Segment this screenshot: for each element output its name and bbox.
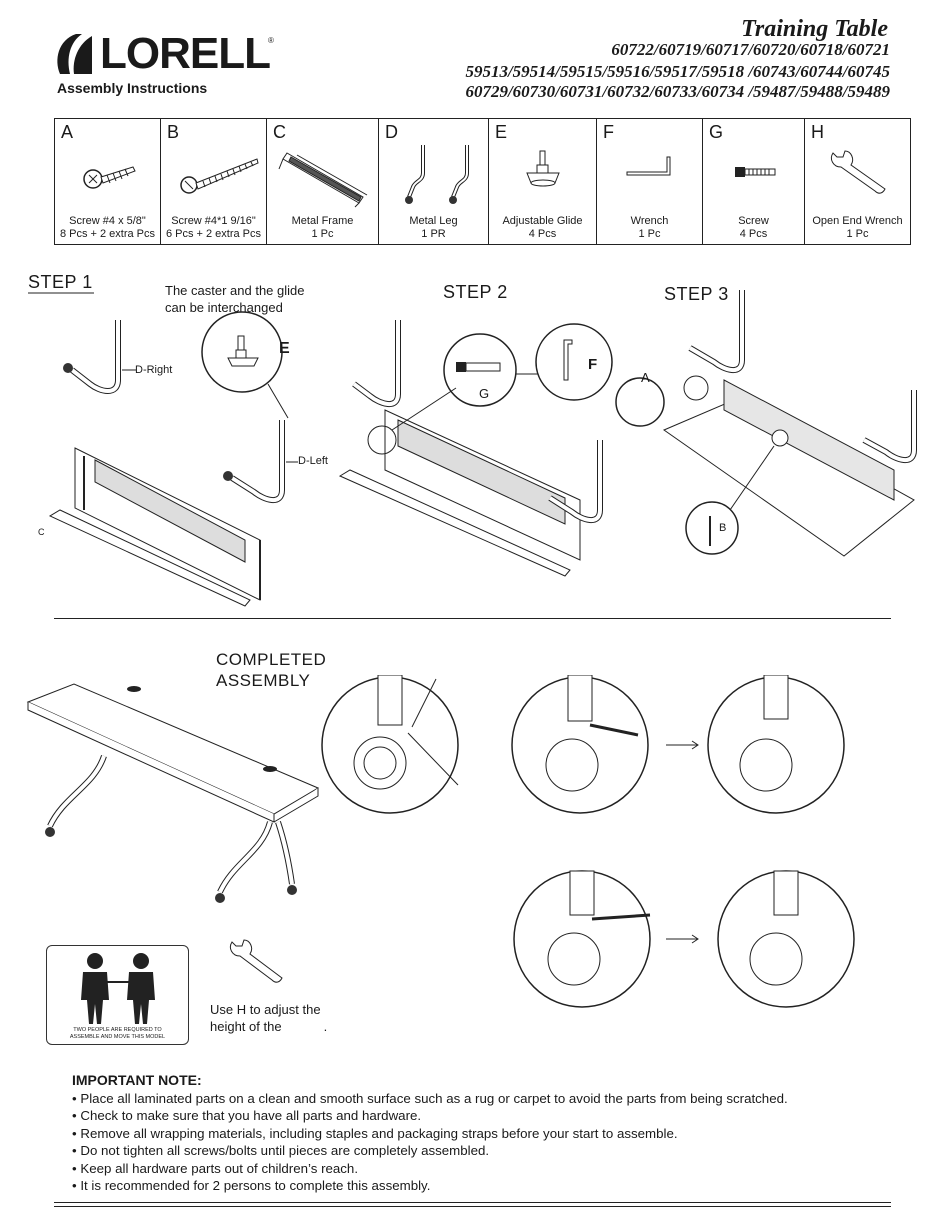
part-cell-h: H Open End Wrench 1 Pc [805,119,910,244]
part-cell-f: F Wrench 1 Pc [597,119,703,244]
warning-text: TWO PEOPLE ARE REQUIRED TO ASSEMBLE AND … [47,1027,188,1041]
step-2-label: STEP 2 [443,282,508,302]
part-qty: 1 Pc [638,228,661,240]
part-cell-d: D Metal Leg 1 PR [379,119,489,244]
short-screw-icon [83,166,136,189]
part-letter: B [167,122,180,142]
caster-detail-illustrations [321,675,855,1008]
completed-title-line-2: ASSEMBLY [216,671,311,690]
open-end-wrench-icon [229,939,283,983]
important-note-item: • Place all laminated parts on a clean a… [72,1091,788,1106]
part-qty: 6 Pcs + 2 extra Pcs [165,228,262,240]
part-cell-a: A Screw #4 x 5/8" 8 Pcs + 2 extra Pcs [55,119,161,244]
part-letter: E [495,122,508,142]
step-1-label: STEP 1 [28,272,93,292]
metal-leg-icon [405,145,469,204]
part-qty: 4 Pcs [528,228,557,240]
part-qty: 4 Pcs [739,228,768,240]
model-numbers-line-1: 60722/60719/60717/60720/60718/60721 [611,40,890,59]
open-end-wrench-icon [830,150,886,194]
part-letter: D [385,122,398,142]
part-letter: A [61,122,74,142]
step-3-label: STEP 3 [664,284,729,304]
completed-title-line-1: COMPLETED [216,650,327,669]
important-note-item: • Keep all hardware parts out of childre… [72,1160,359,1176]
parts-list-table: A Screw #4 x 5/8" 8 Pcs + 2 extra Pcs B … [54,118,911,245]
allen-wrench-icon [626,156,671,176]
glide-icon [526,150,560,187]
part-name: Screw #4 x 5/8" [69,215,146,227]
step-1-note-line-1: The caster and the glide [165,283,305,298]
part-name: Wrench [630,215,669,227]
part-name: Screw [738,215,769,227]
brand-logo-text: LORELL [100,29,271,78]
part-letter: F [603,122,614,142]
adjust-height-line-2: height of the. [210,1019,327,1034]
part-letter: G [709,122,724,142]
callout-f: F [588,356,598,373]
step-1-diagram [48,311,298,607]
bolt-icon [735,167,776,177]
callout-e: E [279,340,290,357]
part-letter: H [811,122,824,142]
important-note-item: • Check to make sure that you have all p… [72,1108,422,1124]
completed-table-illustration [26,683,320,903]
part-cell-e: E Adjustable Glide 4 Pcs [489,119,597,244]
part-name: Metal Frame [291,215,354,227]
warning-line-1: TWO PEOPLE ARE REQUIRED TO [73,1027,162,1033]
part-qty: 8 Pcs + 2 extra Pcs [59,228,156,240]
long-screw-icon [180,158,259,194]
important-note-item: • Remove all wrapping materials, includi… [72,1125,678,1141]
section-divider [54,618,891,619]
label-d-right: D-Right [135,364,173,376]
lorell-logo-mark [57,34,92,74]
part-name: Open End Wrench [812,215,903,227]
label-d-left: D-Left [298,455,328,467]
step-2-diagram [338,320,613,577]
footer-rule-1 [54,1202,891,1203]
adjust-height-text: height of the [210,1019,282,1034]
important-note-list: • Place all laminated parts on a clean a… [72,1090,788,1194]
step-3-diagram [615,290,917,557]
part-qty: 1 Pc [846,228,869,240]
part-cell-c: C Metal Frame 1 Pc [267,119,379,244]
part-qty: 1 Pc [311,228,334,240]
two-people-icon [81,953,155,1024]
adjust-height-trailing: . [323,1019,328,1034]
important-note-item: • It is recommended for 2 persons to com… [72,1178,431,1194]
metal-frame-icon [278,152,368,208]
label-c: C [38,527,45,537]
model-numbers-line-2: 59513/59514/59515/59516/59517/59518 /607… [465,62,890,81]
part-name: Screw #4*1 9/16" [171,215,256,227]
step-1-underline [28,292,94,294]
important-note-item: • Do not tighten all screws/bolts until … [72,1143,490,1159]
warning-line-2: ASSEMBLE AND MOVE THIS MODEL [69,1034,166,1040]
part-cell-g: G Screw 4 Pcs [703,119,805,244]
part-cell-b: B Screw #4*1 9/16" 6 Pcs + 2 extra Pcs [161,119,267,244]
page-subtitle: Assembly Instructions [57,80,208,96]
part-name: Adjustable Glide [502,215,583,227]
callout-b: B [719,522,727,534]
model-numbers-line-3: 60729/60730/60731/60732/60733/60734 /594… [465,82,890,101]
step-1-note-line-2: can be interchanged [165,300,283,315]
important-note-title: IMPORTANT NOTE: [72,1072,202,1088]
page-title: Training Table [741,16,888,42]
adjust-height-line-1: Use H to adjust the [210,1002,321,1017]
footer-rule-2 [54,1206,891,1207]
callout-g: G [479,386,490,401]
part-qty: 1 PR [421,228,446,240]
part-name: Metal Leg [409,215,458,227]
part-letter: C [273,122,286,142]
callout-a: A [641,370,650,385]
registered-mark: ® [268,36,274,45]
two-person-warning-box: TWO PEOPLE ARE REQUIRED TO ASSEMBLE AND … [46,945,189,1045]
